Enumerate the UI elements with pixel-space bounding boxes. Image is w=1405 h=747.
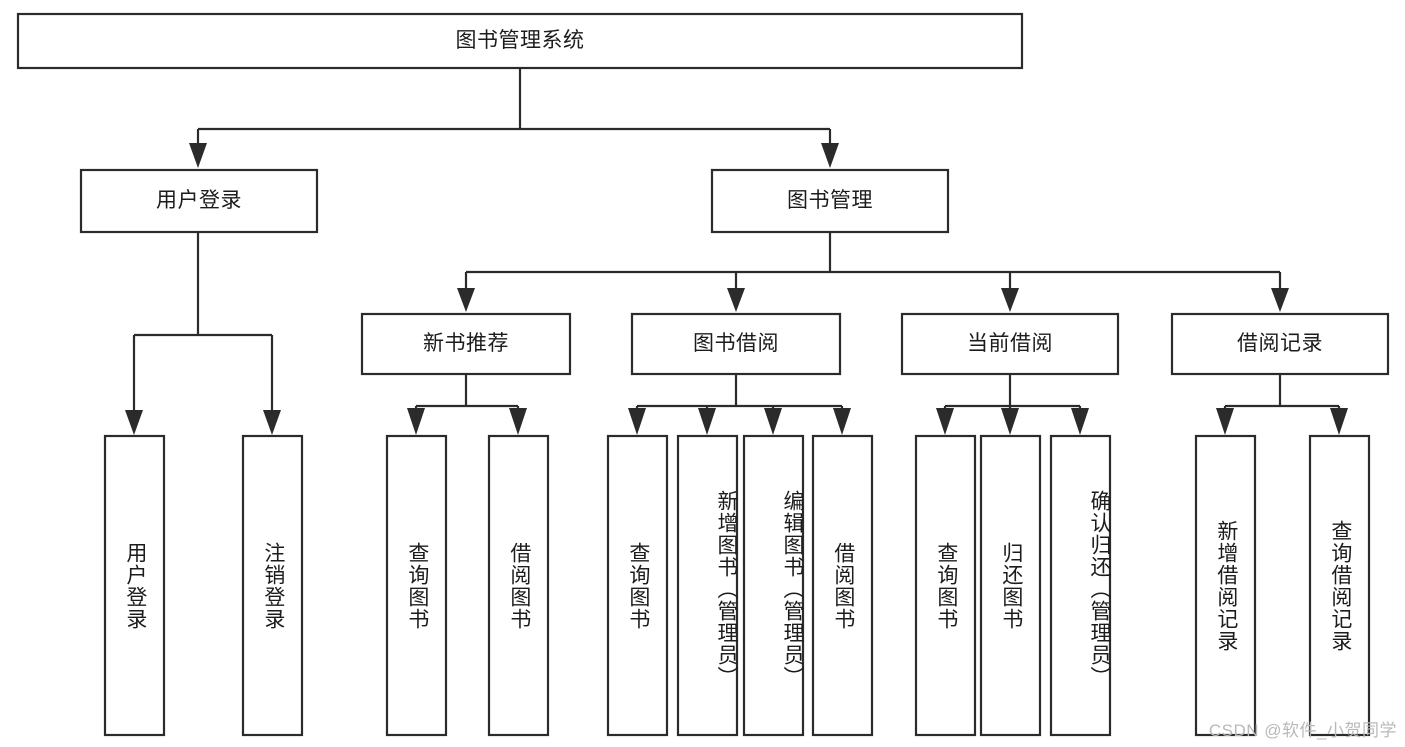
node-current-borrow[interactable] [900,312,1120,376]
node-leaf-borrow-book-1[interactable] [487,434,550,737]
node-leaf-query-book-2[interactable] [606,434,669,737]
node-leaf-user-login[interactable] [103,434,166,737]
arrow-head-leaf-borrow-book-1 [509,408,527,435]
arrow-head-user-login [189,143,207,168]
node-book-manage[interactable] [710,168,950,234]
arrow-head-leaf-user-login [125,410,143,435]
node-leaf-return-book[interactable] [979,434,1042,737]
arrow-head-borrow-record [1271,288,1289,312]
node-leaf-borrow-book-2[interactable] [811,434,874,737]
node-leaf-add-record[interactable] [1194,434,1257,737]
node-user-login[interactable] [79,168,319,234]
arrow-head-leaf-confirm-return [1071,408,1089,435]
node-new-book-rec[interactable] [360,312,572,376]
arrow-head-book-borrow [727,288,745,312]
arrow-head-leaf-add-record [1216,408,1234,435]
arrow-head-leaf-borrow-book-2 [833,408,851,435]
arrow-head-new-book-rec [457,288,475,312]
node-book-borrow[interactable] [630,312,842,376]
arrow-head-leaf-edit-book [764,408,782,435]
arrow-head-leaf-logout [263,410,281,435]
arrow-head-leaf-query-record [1330,408,1348,435]
watermark-text: CSDN @软件_小贺同学 [1208,721,1397,740]
arrow-head-current-borrow [1001,288,1019,312]
node-leaf-query-book-3[interactable] [914,434,977,737]
node-borrow-record[interactable] [1170,312,1390,376]
arrow-head-leaf-query-book-2 [628,408,646,435]
arrow-head-leaf-add-book [698,408,716,435]
node-leaf-edit-book[interactable] [742,434,805,737]
arrow-head-leaf-return-book [1001,408,1019,435]
node-leaf-add-book[interactable] [676,434,739,737]
node-leaf-query-book-1[interactable] [385,434,448,737]
arrow-head-leaf-query-book-3 [936,408,954,435]
arrow-head-book-manage [821,143,839,168]
node-root[interactable] [16,12,1024,70]
node-leaf-logout[interactable] [241,434,304,737]
arrow-head-leaf-query-book-1 [407,408,425,435]
node-leaf-confirm-return[interactable] [1049,434,1112,737]
node-leaf-query-record[interactable] [1308,434,1371,737]
